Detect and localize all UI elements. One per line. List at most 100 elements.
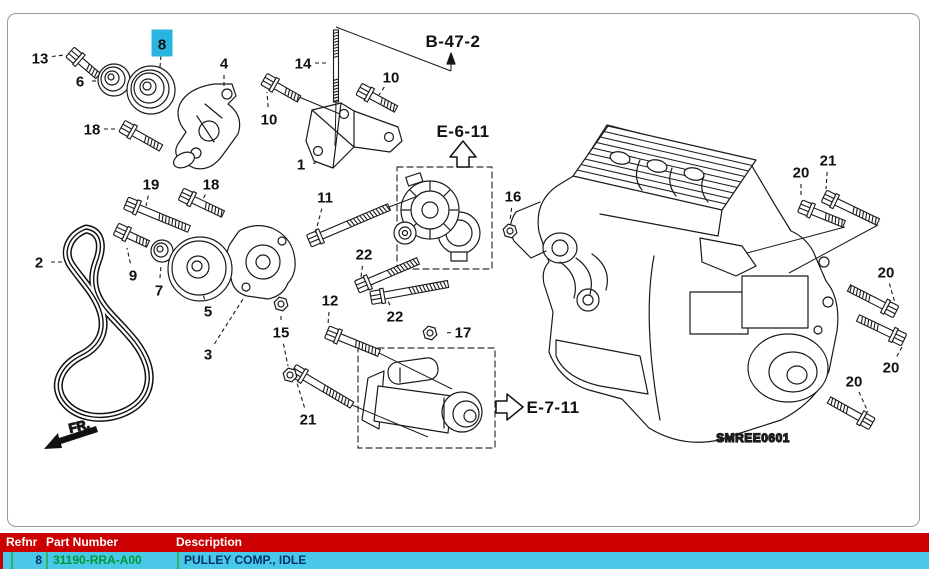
part-ref-number[interactable]: 17 — [455, 325, 472, 342]
part-ref-label-18[interactable]: 18 — [203, 177, 220, 194]
part-ref-number[interactable]: 6 — [76, 74, 84, 91]
part-ref-label-20[interactable]: 20 — [883, 360, 900, 377]
part-ref-label-21[interactable]: 21 — [300, 412, 317, 429]
part-ref-label-11[interactable]: 11 — [317, 190, 333, 207]
section-ref-E-7-11[interactable]: E-7-11 — [526, 398, 579, 417]
pointer-line — [334, 101, 337, 147]
row-selector-cell[interactable] — [3, 552, 11, 569]
section-ref-E-6-11[interactable]: E-6-11 — [436, 122, 489, 141]
part-ref-label-18[interactable]: 18 — [84, 122, 101, 139]
label-leader-line — [282, 343, 289, 367]
bolt-sketch — [260, 73, 302, 103]
bolt-sketch — [65, 47, 102, 80]
part-ref-label-15[interactable]: 15 — [273, 325, 290, 342]
part-ref-number[interactable]: 8 — [158, 37, 166, 54]
label-leader-line — [51, 54, 65, 58]
part-ref-number[interactable]: 16 — [505, 189, 522, 206]
part-ref-label-13[interactable]: 13 — [32, 51, 49, 68]
bolt-sketch — [118, 120, 164, 152]
part-ref-label-3[interactable]: 3 — [204, 347, 212, 364]
part-ref-number[interactable]: 21 — [820, 153, 837, 170]
part-ref-label-19[interactable]: 19 — [143, 177, 160, 194]
label-leader-line — [825, 171, 828, 190]
bolt-sketch — [113, 223, 151, 248]
label-leader-line — [159, 264, 162, 279]
part-ref-number[interactable]: 10 — [261, 112, 278, 129]
cell-part-number[interactable]: 31190-RRA-A00 — [53, 553, 142, 567]
part-ref-number[interactable]: 18 — [84, 122, 101, 139]
section-ref-B-47-2[interactable]: B-47-2 — [426, 32, 481, 51]
part-ref-number[interactable]: 11 — [317, 190, 333, 207]
part-ref-number[interactable]: 21 — [300, 412, 317, 429]
stud-bolt-sketch — [332, 29, 340, 103]
bolt-sketch — [797, 199, 847, 228]
bolt-sketch — [826, 396, 876, 430]
part-ref-label-17[interactable]: 17 — [455, 325, 472, 342]
bolt-sketch — [289, 364, 355, 409]
part-ref-number[interactable]: 5 — [204, 304, 212, 321]
part-ref-label-21[interactable]: 21 — [820, 153, 837, 170]
part-ref-number[interactable]: 22 — [387, 309, 404, 326]
part-ref-label-9[interactable]: 9 — [129, 268, 137, 285]
part-ref-label-22[interactable]: 22 — [356, 247, 373, 264]
part-ref-number[interactable]: 14 — [295, 56, 312, 73]
tensioner-bracket-sketch — [173, 83, 241, 170]
part-ref-label-7[interactable]: 7 — [155, 283, 163, 300]
label-leader-line — [314, 208, 323, 235]
part-ref-number[interactable]: 20 — [846, 374, 863, 391]
part-ref-label-6[interactable]: 6 — [76, 74, 84, 91]
part-ref-label-20[interactable]: 20 — [846, 374, 863, 391]
bolt-sketch — [355, 83, 399, 113]
part-ref-label-4[interactable]: 4 — [220, 56, 229, 73]
label-leader-line — [202, 293, 206, 300]
part-ref-number[interactable]: 9 — [129, 268, 137, 285]
label-leader-line — [327, 311, 330, 325]
part-ref-label-12[interactable]: 12 — [322, 293, 339, 310]
part-ref-number[interactable]: 7 — [155, 283, 163, 300]
part-ref-number[interactable]: 2 — [35, 255, 43, 272]
part-ref-number[interactable]: 1 — [297, 157, 305, 174]
part-ref-number[interactable]: 22 — [356, 247, 373, 264]
starter-callout-box — [357, 347, 496, 449]
part-ref-label-10[interactable]: 10 — [261, 112, 278, 129]
part-ref-label-20[interactable]: 20 — [793, 165, 810, 182]
up-arrow-icon — [449, 140, 477, 168]
bolt-sketch — [369, 279, 450, 305]
part-ref-number[interactable]: 18 — [203, 177, 220, 194]
cell-refnr: 8 — [35, 553, 42, 567]
part-ref-label-5[interactable]: 5 — [204, 304, 212, 321]
col-header-part-number: Part Number — [46, 535, 119, 549]
diagram-art: FR. SMREE0601 13684141010181191811297531… — [32, 26, 907, 449]
label-leader-line — [888, 283, 896, 304]
bolt-sketch — [846, 284, 899, 318]
part-ref-number[interactable]: 15 — [273, 325, 290, 342]
part-ref-number[interactable]: 19 — [143, 177, 160, 194]
label-leader-line — [145, 195, 149, 207]
part-ref-label-16[interactable]: 16 — [505, 189, 522, 206]
part-ref-number[interactable]: 4 — [220, 56, 229, 73]
bolt-sketch — [821, 190, 881, 226]
nut-sketch — [502, 223, 518, 239]
part-ref-number[interactable]: 20 — [793, 165, 810, 182]
part-ref-number[interactable]: 10 — [383, 70, 400, 87]
part-ref-number[interactable]: 12 — [322, 293, 339, 310]
part-ref-number[interactable]: 20 — [878, 265, 895, 282]
part-ref-number[interactable]: 20 — [883, 360, 900, 377]
pointer-line — [378, 352, 453, 390]
label-leader-line — [266, 91, 269, 108]
cell-separator — [11, 552, 13, 569]
part-ref-label-8[interactable]: 8 — [151, 29, 173, 57]
part-ref-number[interactable]: 13 — [32, 51, 49, 68]
part-ref-label-22[interactable]: 22 — [387, 309, 404, 326]
part-ref-label-10[interactable]: 10 — [383, 70, 400, 87]
part-ref-label-14[interactable]: 14 — [295, 56, 312, 73]
part-ref-label-20[interactable]: 20 — [878, 265, 895, 282]
part-ref-label-2[interactable]: 2 — [35, 255, 43, 272]
part-ref-number[interactable]: 3 — [204, 347, 212, 364]
pointer-line — [298, 96, 341, 115]
diagram-code: SMREE0601 — [716, 431, 790, 445]
serpentine-belt-sketch — [53, 224, 154, 422]
part-ref-label-1[interactable]: 1 — [297, 157, 305, 174]
bolt-sketch — [324, 325, 382, 357]
